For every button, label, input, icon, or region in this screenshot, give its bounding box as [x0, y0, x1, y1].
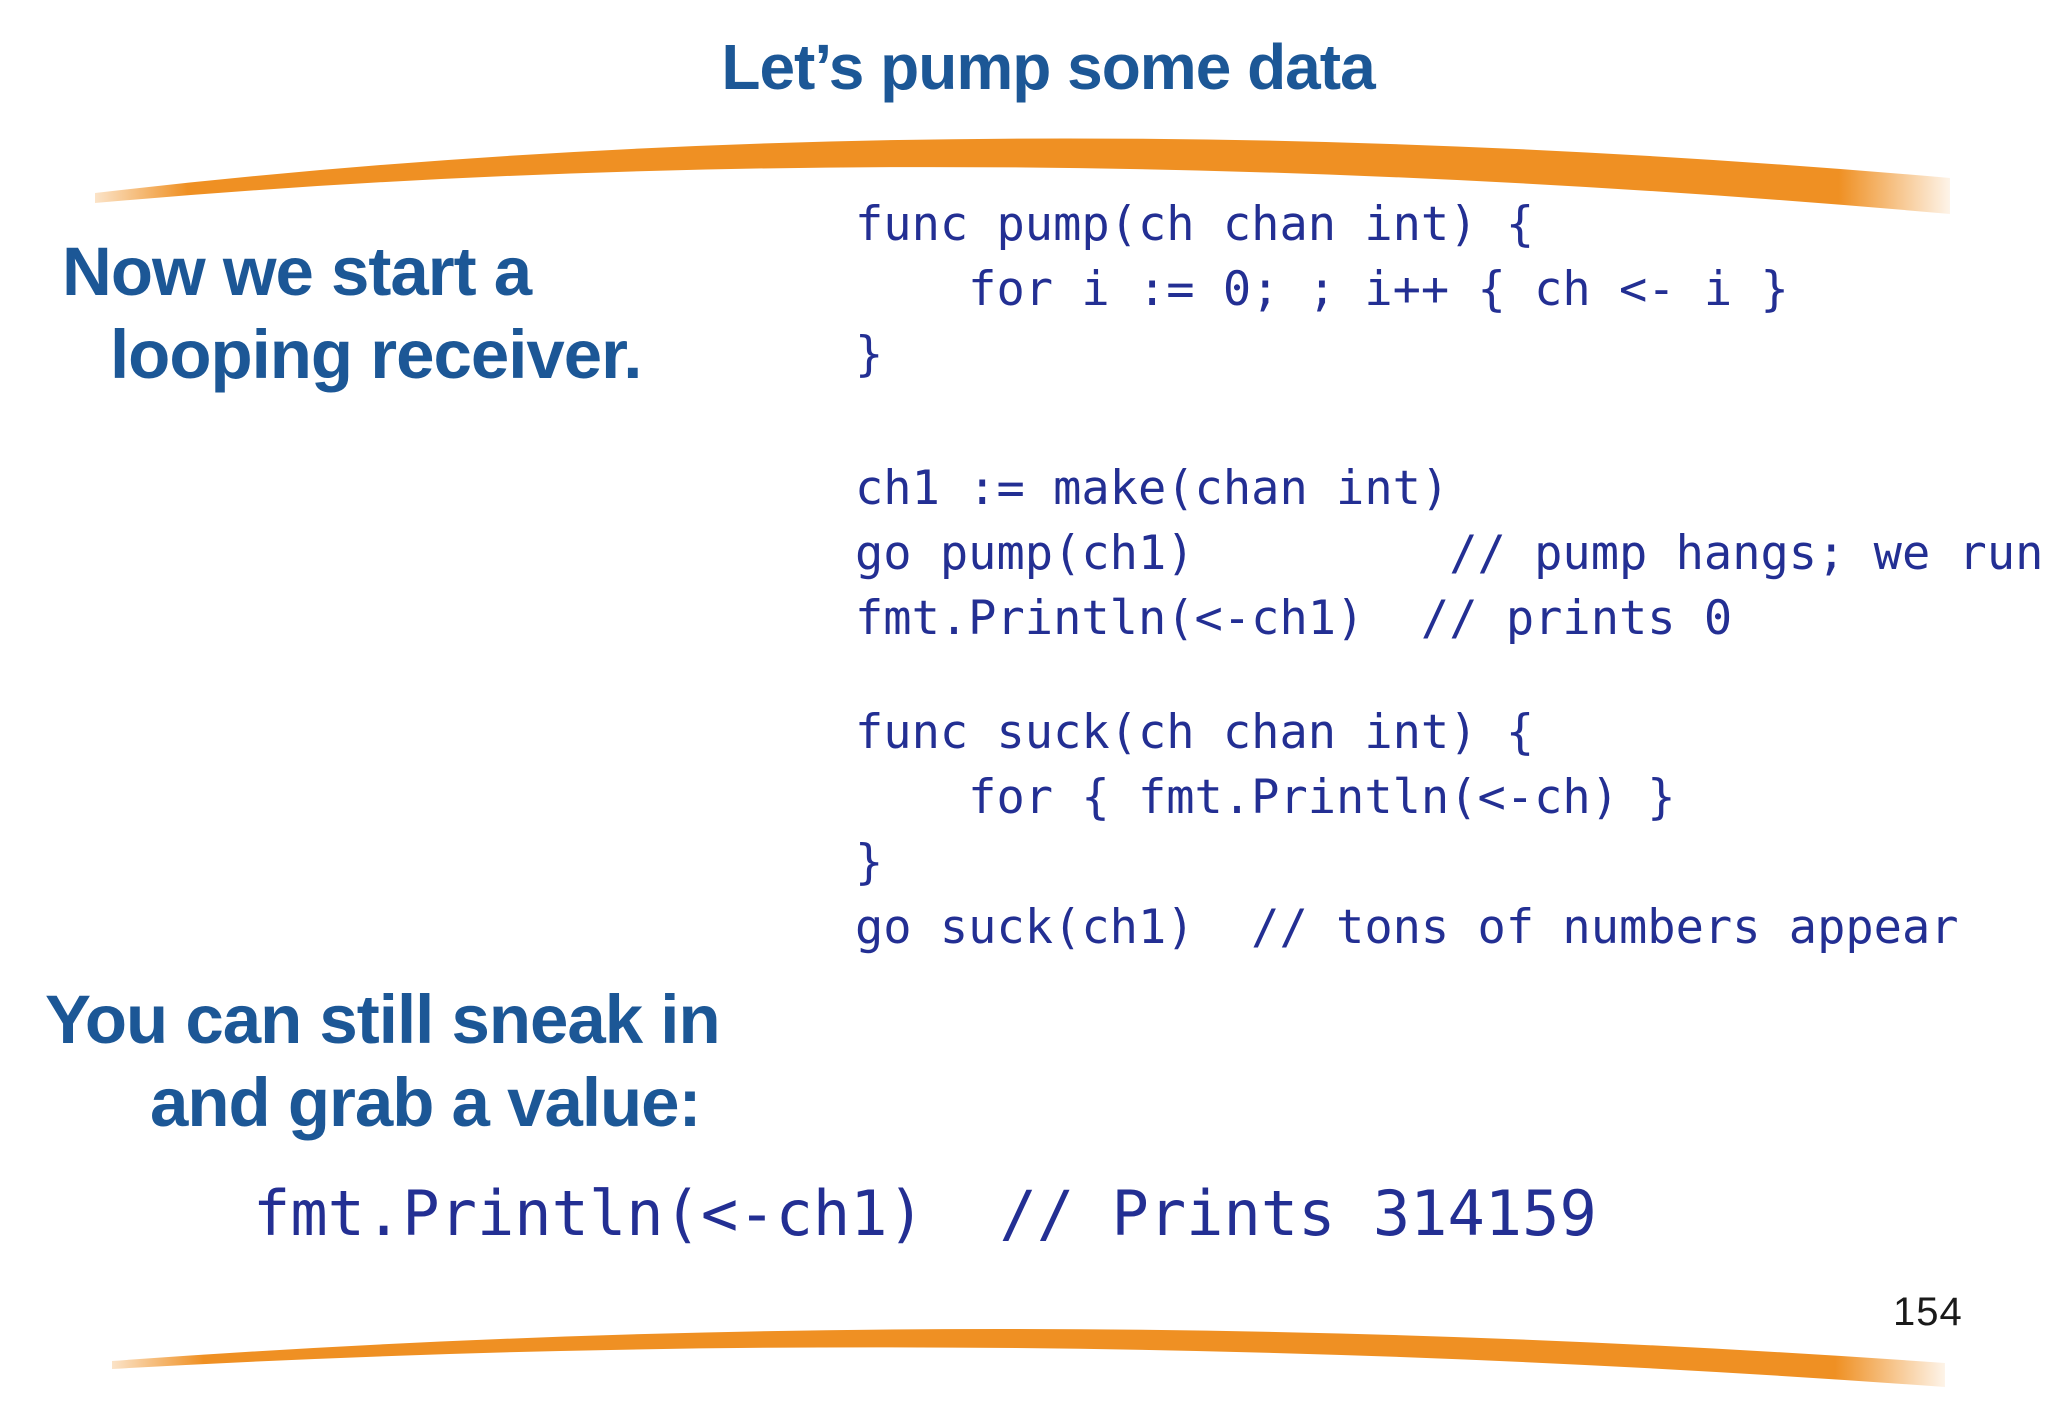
- bottom-swoosh-line: [112, 1328, 1945, 1387]
- code-line-sneak-print: fmt.Println(<-ch1) // Prints 314159: [253, 1177, 1597, 1250]
- code-block-pump-func: func pump(ch chan int) { for i := 0; ; i…: [855, 197, 1789, 382]
- heading-looping-receiver: Now we start a looping receiver.: [62, 230, 642, 396]
- code-block-start-pump: ch1 := make(chan int) go pump(ch1) // pu…: [855, 461, 2044, 646]
- heading-receiver-line1: Now we start a: [62, 233, 532, 310]
- code-block-suck-func: func suck(ch chan int) { for { fmt.Print…: [855, 705, 1959, 955]
- heading-receiver-line2: looping receiver.: [110, 316, 642, 393]
- page-number: 154: [1893, 1290, 1963, 1334]
- heading-sneak-line1: You can still sneak in: [45, 981, 721, 1058]
- heading-sneak-line2: and grab a value:: [150, 1064, 701, 1141]
- slide-title: Let’s pump some data: [721, 31, 1375, 103]
- heading-sneak-value: You can still sneak in and grab a value:: [45, 978, 721, 1144]
